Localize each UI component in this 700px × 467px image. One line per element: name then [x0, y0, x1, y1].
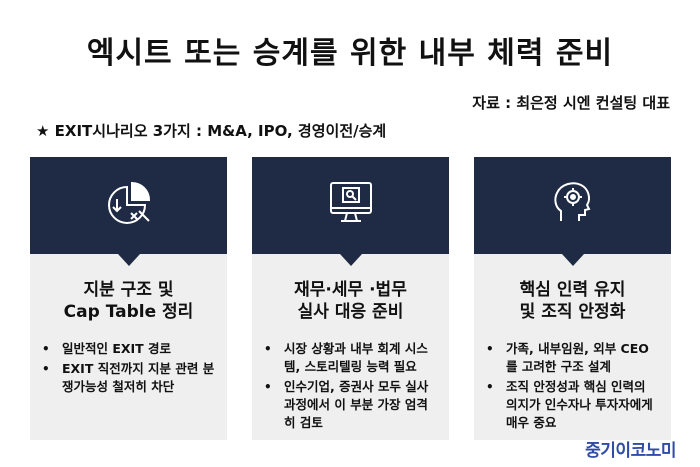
card-due-diligence: 재무·세무 ·법무 실사 대응 준비 시장 상황과 내부 회계 시스템, 스토리… — [252, 157, 449, 440]
page-title: 엑시트 또는 승계를 위한 내부 체력 준비 — [86, 36, 614, 71]
list-item: 인수기업, 증권사 모두 실사 과정에서 이 부분 가장 엄격히 검토 — [264, 378, 439, 432]
card-header — [474, 157, 671, 254]
head-gear-icon — [553, 182, 590, 221]
card-bullets: 일반적인 EXIT 경로 EXIT 직전까지 지분 관련 분쟁가능성 철저히 차… — [30, 340, 227, 398]
card-title: 핵심 인력 유지 및 조직 안정화 — [519, 280, 626, 322]
card-bullets: 시장 상황과 내부 회계 시스템, 스토리텔링 능력 필요 인수기업, 증권사 … — [252, 340, 449, 434]
card-key-talent: 핵심 인력 유지 및 조직 안정화 가족, 내부임원, 외부 CEO 를 고려한… — [474, 157, 671, 440]
card-title: 재무·세무 ·법무 실사 대응 준비 — [294, 280, 407, 322]
list-item: EXIT 직전까지 지분 관련 분쟁가능성 철저히 차단 — [42, 360, 217, 396]
card-notch — [339, 254, 362, 266]
card-bullets: 가족, 내부임원, 외부 CEO 를 고려한 구조 설계 조직 안정성과 핵심 … — [474, 340, 671, 434]
card-title: 지분 구조 및 Cap Table 정리 — [63, 280, 194, 322]
list-item: 일반적인 EXIT 경로 — [42, 340, 217, 358]
card-notch — [117, 254, 140, 266]
source-credit: 자료 : 최은정 시엔 컨설팅 대표 — [472, 94, 670, 112]
card-equity-structure: 지분 구조 및 Cap Table 정리 일반적인 EXIT 경로 EXIT 직… — [30, 157, 227, 440]
pie-chart-icon — [107, 181, 150, 224]
monitor-search-icon — [329, 182, 372, 222]
card-header — [30, 157, 227, 254]
list-item: 가족, 내부임원, 외부 CEO 를 고려한 구조 설계 — [486, 340, 661, 376]
list-item: 시장 상황과 내부 회계 시스템, 스토리텔링 능력 필요 — [264, 340, 439, 376]
card-header — [252, 157, 449, 254]
exit-scenarios-summary: ★ EXIT시나리오 3가지 : M&A, IPO, 경영이전/승계 — [36, 122, 387, 140]
card-notch — [561, 254, 584, 266]
brand-logo: 중기이코노미 — [585, 441, 676, 461]
list-item: 조직 안정성과 핵심 인력의 의지가 인수자나 투자자에게 매우 중요 — [486, 378, 661, 432]
